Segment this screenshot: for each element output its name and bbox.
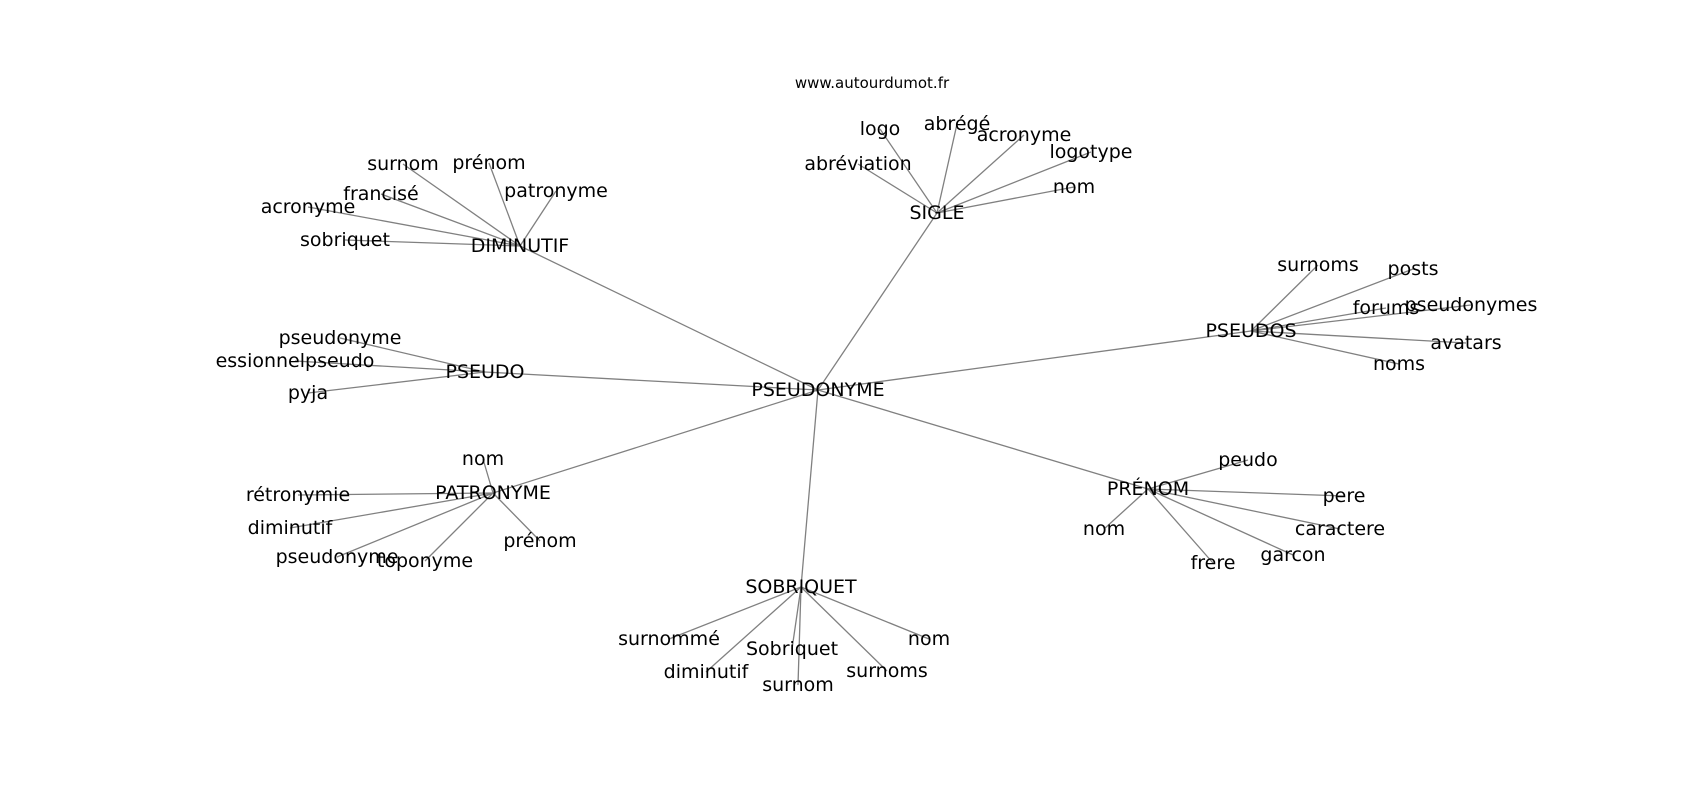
edge-center-hub	[519, 245, 819, 391]
edge-hub-leaf	[1147, 488, 1294, 556]
edge-hub-leaf	[857, 163, 938, 214]
leaf-node-label: pseudonymes	[1405, 294, 1538, 316]
leaf-node-label: rétronymie	[246, 484, 350, 506]
edge-hub-leaf	[936, 151, 1092, 214]
leaf-node-label: nom	[462, 448, 504, 470]
edge-hub-leaf	[797, 586, 802, 686]
leaf-node-label: essionnelpseudo	[216, 350, 375, 372]
edge-hub-leaf	[1147, 488, 1345, 497]
edge-hub-leaf	[336, 492, 494, 558]
edge-hub-leaf	[1250, 304, 1472, 332]
edge-hub-leaf	[800, 586, 888, 672]
leaf-node-label: posts	[1388, 258, 1439, 280]
edge-hub-leaf	[936, 186, 1075, 214]
leaf-node-label: prénom	[503, 530, 576, 552]
leaf-node-label: nom	[1083, 518, 1125, 540]
edge-hub-leaf	[402, 163, 521, 247]
edge-hub-leaf	[424, 492, 494, 562]
hub-node-label: DIMINUTIF	[471, 235, 570, 257]
leaf-node-label: nom	[908, 628, 950, 650]
edge-hub-leaf	[1147, 488, 1214, 564]
leaf-node-label: logotype	[1049, 141, 1132, 163]
hub-node-label: PSEUDO	[445, 361, 524, 383]
edge-hub-leaf	[1250, 264, 1319, 332]
edge-hub-leaf	[936, 134, 1025, 214]
leaf-node-label: forums	[1353, 297, 1420, 319]
edge-hub-leaf	[307, 371, 486, 394]
edge-hub-leaf	[339, 337, 486, 373]
leaf-node-label: garcon	[1260, 544, 1325, 566]
leaf-node-label: Sobriquet	[746, 638, 838, 660]
edge-hub-leaf	[1250, 268, 1414, 332]
edge-hub-leaf	[482, 458, 494, 494]
edge-hub-leaf	[1250, 330, 1400, 365]
edge-hub-leaf	[800, 586, 930, 640]
leaf-node-label: abréviation	[804, 153, 911, 175]
edge-hub-leaf	[297, 492, 494, 496]
edge-hub-leaf	[879, 128, 938, 214]
leaf-node-label: pyja	[288, 382, 328, 404]
leaf-node-label: prénom	[452, 152, 525, 174]
leaf-node-label: surnom	[762, 674, 834, 696]
leaf-node-label: diminutif	[664, 661, 750, 683]
leaf-node-label: surnommé	[618, 628, 720, 650]
leaf-node-label: acronyme	[977, 124, 1072, 146]
leaf-node-label: surnom	[367, 153, 439, 175]
edge-hub-leaf	[492, 492, 541, 542]
edge-hub-leaf	[668, 586, 802, 640]
graph-edges	[289, 123, 1472, 686]
leaf-node-label: diminutif	[248, 517, 334, 539]
leaf-node-label: pseudonyme	[276, 546, 399, 568]
leaf-node-label: logo	[860, 118, 901, 140]
graph-labels: surnom prénom francisé patronyme acronyme sob…	[216, 113, 1538, 696]
edge-hub-leaf	[344, 239, 521, 247]
leaf-node-label: pere	[1323, 485, 1366, 507]
edge-hub-leaf	[705, 586, 802, 673]
edge-center-hub	[484, 371, 819, 391]
leaf-node-label: abrégé	[924, 113, 991, 135]
leaf-node-label: surnoms	[846, 660, 928, 682]
edge-hub-leaf	[936, 123, 958, 214]
hub-node-label: PRÉNOM	[1107, 477, 1189, 500]
edge-hub-leaf	[1250, 307, 1387, 332]
edge-hub-leaf	[1103, 488, 1149, 530]
edge-hub-leaf	[380, 193, 521, 247]
center-node-label: PSEUDONYME	[751, 379, 884, 401]
leaf-node-label: caractere	[1295, 518, 1385, 540]
leaf-node-label: noms	[1373, 353, 1425, 375]
edge-hub-leaf	[1147, 488, 1341, 530]
edge-center-hub	[817, 330, 1252, 391]
leaf-node-label: peudo	[1218, 449, 1277, 471]
leaf-node-label: surnoms	[1277, 254, 1359, 276]
leaf-node-label: avatars	[1430, 332, 1501, 354]
hub-node-label: SIGLE	[910, 202, 965, 224]
edge-center-hub	[492, 389, 819, 494]
leaf-node-label: sobriquet	[300, 229, 390, 251]
edge-center-hub	[817, 389, 1149, 490]
edge-hub-leaf	[289, 492, 494, 529]
edge-hub-leaf	[791, 586, 802, 650]
edge-center-hub	[800, 389, 819, 588]
hub-node-label: SOBRIQUET	[745, 576, 857, 598]
edge-hub-leaf	[1147, 459, 1249, 490]
source-url: www.autourdumot.fr	[795, 74, 950, 92]
leaf-node-label: toponyme	[377, 550, 473, 572]
edge-center-hub	[817, 212, 938, 391]
hub-node-label: PATRONYME	[435, 482, 551, 504]
hub-node-label: PSEUDOS	[1205, 320, 1296, 342]
edge-hub-leaf	[488, 162, 521, 247]
leaf-node-label: frere	[1191, 552, 1236, 574]
edge-hub-leaf	[1250, 330, 1467, 344]
leaf-node-label: francisé	[343, 183, 419, 205]
leaf-node-label: nom	[1053, 176, 1095, 198]
leaf-node-label: acronyme	[261, 196, 356, 218]
leaf-node-label: patronyme	[504, 180, 608, 202]
edge-hub-leaf	[307, 206, 521, 247]
leaf-node-label: pseudonyme	[279, 327, 402, 349]
edge-hub-leaf	[519, 190, 557, 247]
edge-hub-leaf	[294, 360, 486, 373]
